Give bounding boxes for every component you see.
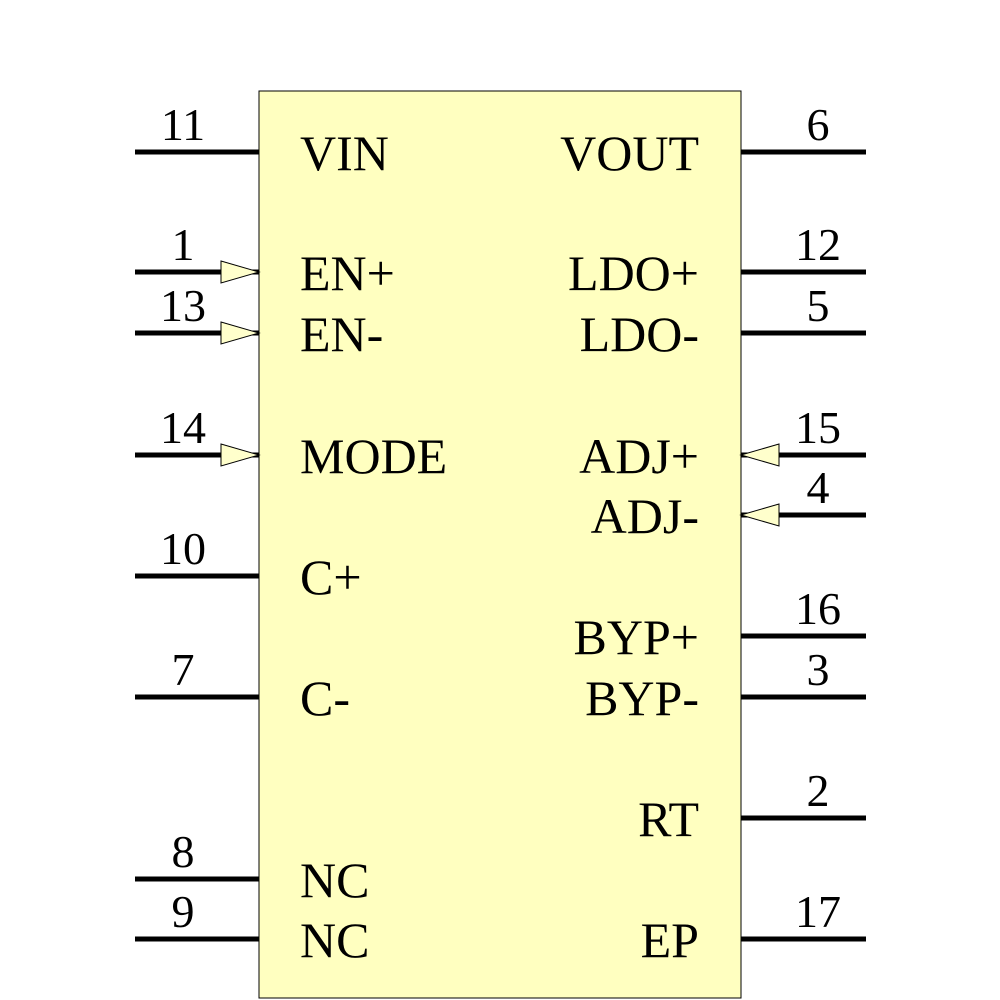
pin-label-nc: NC (300, 912, 369, 968)
pin-label-vin: VIN (300, 125, 389, 181)
pin-label-rt: RT (638, 791, 699, 847)
pin-number: 14 (160, 402, 206, 453)
pin-number: 2 (807, 765, 830, 816)
pin-number: 3 (807, 644, 830, 695)
input-arrow-icon (739, 443, 780, 467)
input-arrow-icon (739, 503, 780, 527)
pin-label-bypplus: BYP+ (574, 609, 699, 665)
pin-number: 10 (160, 523, 206, 574)
pin-label-mode: MODE (300, 428, 447, 484)
pin-number: 7 (172, 644, 195, 695)
pin-number: 17 (795, 886, 841, 937)
pin-number: 11 (161, 99, 205, 150)
input-arrow-icon (220, 260, 261, 284)
pin-number: 15 (795, 402, 841, 453)
pin-label-vout: VOUT (560, 125, 699, 181)
pin-number: 4 (807, 462, 830, 513)
pin-2: 2RT (638, 765, 866, 847)
pin-label-enplus: EN+ (300, 245, 395, 301)
pin-number: 12 (795, 219, 841, 270)
ic-body (258, 90, 742, 999)
pin-number: 13 (160, 280, 206, 331)
pin-label-cplus: C+ (300, 549, 362, 605)
pin-number: 9 (172, 886, 195, 937)
pin-7: 7C- (135, 644, 350, 726)
input-arrow-icon (220, 443, 261, 467)
pin-label-ldominus: LDO- (580, 306, 699, 362)
pin-number: 8 (172, 826, 195, 877)
pin-label-enminus: EN- (300, 306, 383, 362)
input-arrow-icon (220, 321, 261, 345)
pin-10: 10C+ (135, 523, 362, 605)
pin-label-ep: EP (641, 912, 699, 968)
pin-9: 9NC (135, 886, 369, 968)
pin-number: 1 (172, 219, 195, 270)
pin-number: 16 (795, 583, 841, 634)
pin-number: 5 (807, 280, 830, 331)
pin-number: 6 (807, 99, 830, 150)
pin-label-adjplus: ADJ+ (579, 428, 699, 484)
pin-label-adjminus: ADJ- (591, 488, 699, 544)
pin-label-cminus: C- (300, 670, 350, 726)
pin-1: 1EN+ (135, 219, 395, 301)
pin-label-bypminus: BYP- (585, 670, 699, 726)
pin-8: 8NC (135, 826, 369, 908)
right-pins: 6VOUT12LDO+5LDO-15ADJ+4ADJ-16BYP+3BYP-2R… (560, 99, 866, 968)
pin-label-ldoplus: LDO+ (568, 245, 699, 301)
pin-label-nc: NC (300, 852, 369, 908)
